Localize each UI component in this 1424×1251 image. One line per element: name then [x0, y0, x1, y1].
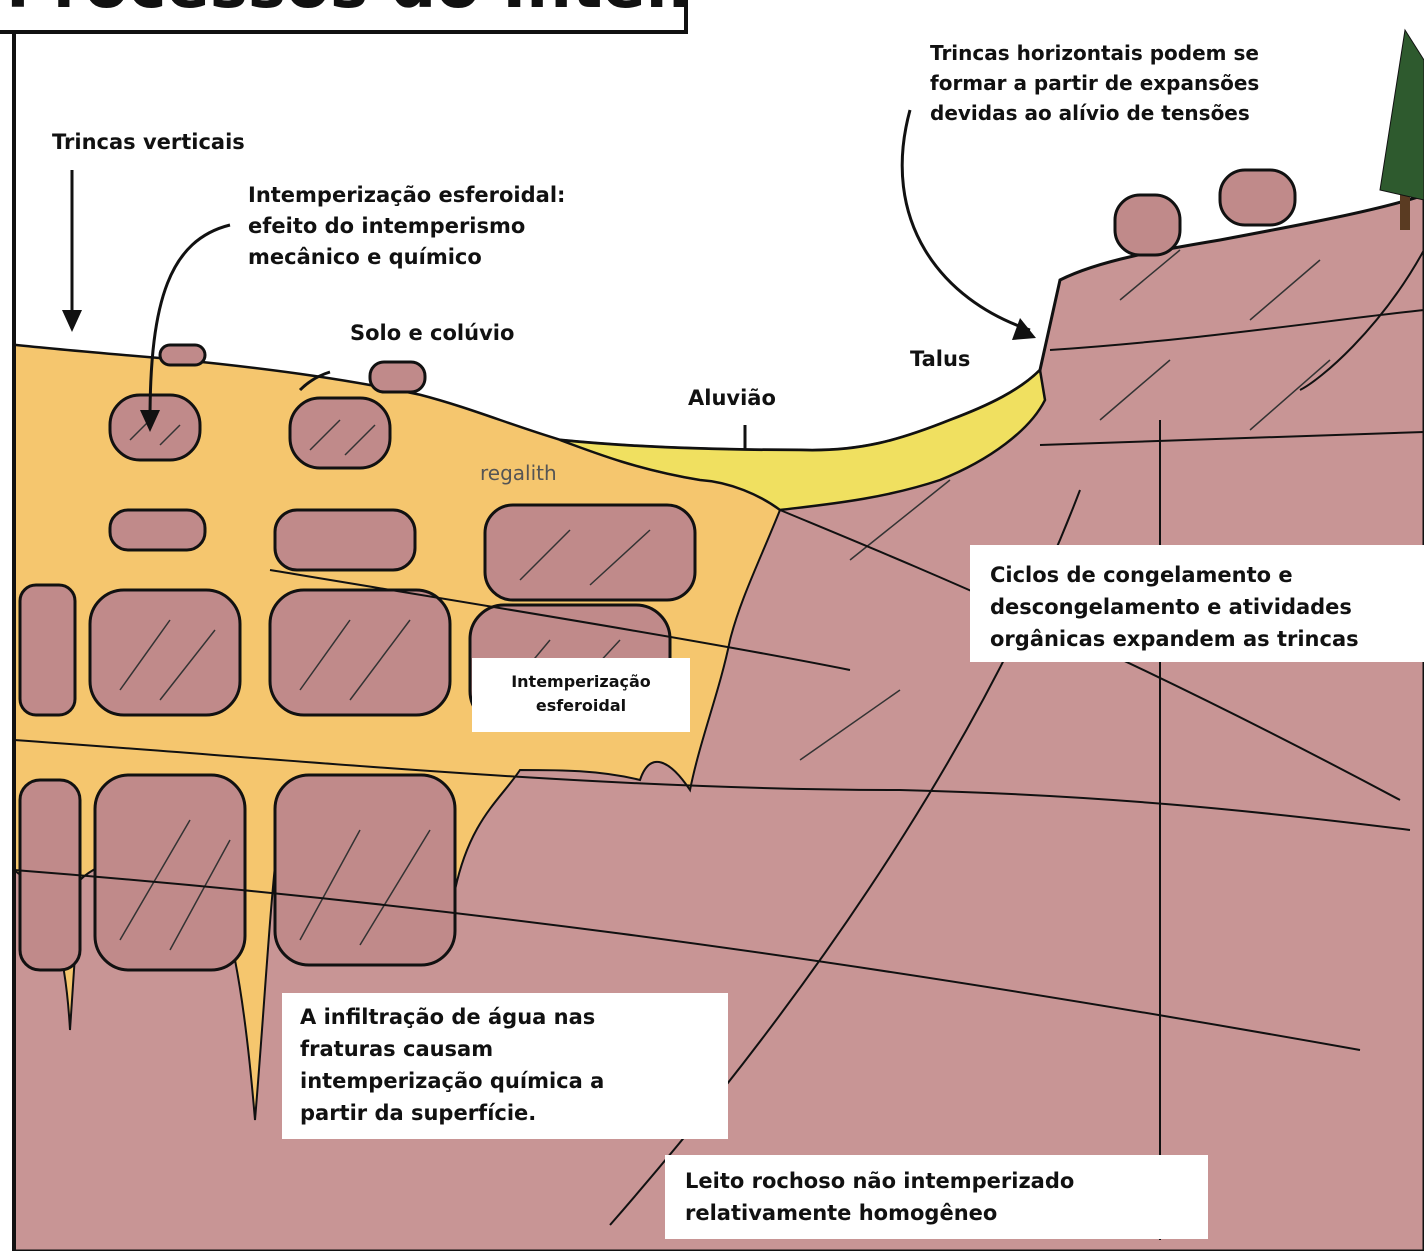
label-line: relativamente homogêneo: [685, 1197, 1208, 1229]
label-intemp-esferoidal-small: Intemperização esferoidal: [472, 658, 690, 732]
label-line: formar a partir de expansões: [930, 68, 1259, 98]
label-aluviao: Aluvião: [688, 383, 776, 414]
label-solo-coluvio: Solo e colúvio: [350, 318, 514, 349]
label-line: A infiltração de água nas: [300, 1001, 728, 1033]
label-line: Leito rochoso não intemperizado: [685, 1165, 1208, 1197]
label-trincas-horizontais: Trincas horizontais podem se formar a pa…: [930, 38, 1259, 128]
label-infiltracao: A infiltração de água nas fraturas causa…: [282, 993, 728, 1139]
label-line: Ciclos de congelamento e: [990, 559, 1424, 591]
label-line: efeito do intemperismo: [248, 211, 565, 242]
label-line: Intemperização: [472, 670, 690, 694]
label-trincas-verticais: Trincas verticais: [52, 127, 245, 158]
label-talus: Talus: [910, 344, 970, 375]
label-line: partir da superfície.: [300, 1097, 728, 1129]
label-line: devidas ao alívio de tensões: [930, 98, 1259, 128]
label-line: mecânico e químico: [248, 242, 565, 273]
label-line: Trincas horizontais podem se: [930, 38, 1259, 68]
label-line: descongelamento e atividades: [990, 591, 1424, 623]
label-line: orgânicas expandem as trincas: [990, 623, 1424, 655]
label-line: esferoidal: [472, 694, 690, 718]
label-ciclos: Ciclos de congelamento e descongelamento…: [970, 545, 1424, 662]
label-line: fraturas causam: [300, 1033, 728, 1065]
label-line: intemperização química a: [300, 1065, 728, 1097]
label-regalith: regalith: [480, 458, 557, 489]
page-title: Processos do Intemperismo: [6, 0, 688, 26]
label-intemperizacao-esferoidal: Intemperização esferoidal: efeito do int…: [248, 180, 565, 273]
label-leito: Leito rochoso não intemperizado relativa…: [665, 1155, 1208, 1239]
title-box: Processos do Intemperismo: [0, 0, 688, 34]
label-line: Intemperização esferoidal:: [248, 180, 565, 211]
